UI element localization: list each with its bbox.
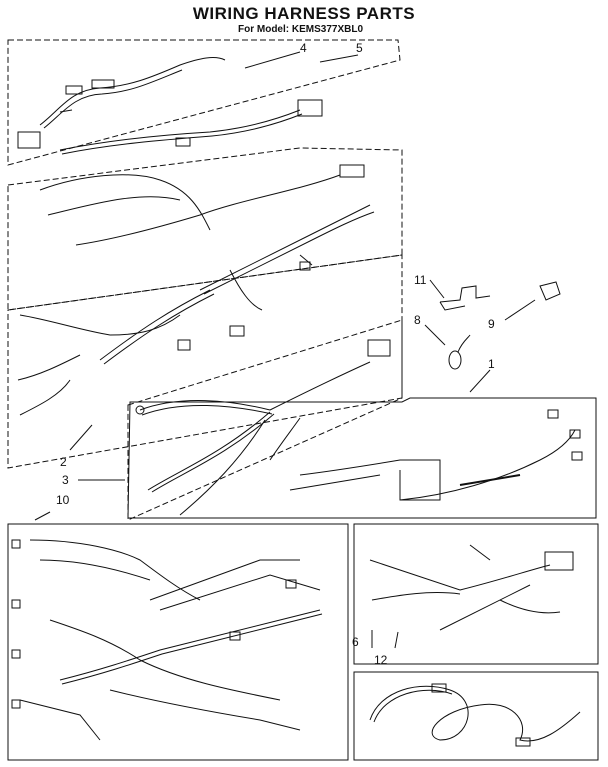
model-subtitle: For Model: KEMS377XBL0	[238, 24, 364, 35]
harness-panel-3	[127, 319, 403, 521]
callout-2: 2	[60, 455, 67, 469]
callout-4: 4	[300, 41, 307, 55]
harness-10	[11, 539, 323, 741]
harness-12	[369, 544, 574, 631]
callout-11: 11	[414, 273, 427, 287]
callout-1: 1	[488, 357, 495, 371]
part-11-bracket	[439, 285, 491, 311]
harness-4	[17, 57, 226, 149]
harness-panel-2	[7, 147, 403, 469]
callout-10: 10	[56, 493, 70, 507]
harness-1	[289, 409, 583, 501]
callout-5: 5	[356, 41, 363, 55]
harness-panel-10	[7, 523, 349, 761]
callout-8: 8	[414, 313, 421, 327]
harness-3	[135, 339, 391, 516]
harness-panel-1	[127, 397, 597, 519]
harness-panel-4-5	[7, 39, 401, 166]
page-title: WIRING HARNESS PARTS	[192, 4, 416, 23]
callout-labels: 4 5 2 3 1 11 8 9 10 6 12	[56, 41, 495, 667]
harness-6	[369, 683, 581, 747]
harness-panel-12	[353, 523, 599, 665]
harness-5	[59, 99, 323, 155]
callout-3: 3	[62, 473, 69, 487]
part-9-connector	[539, 281, 561, 301]
harness-2	[17, 164, 375, 416]
callout-9: 9	[488, 317, 495, 331]
harness-panel-6	[353, 671, 599, 761]
leader-lines	[34, 51, 536, 649]
part-8-grommet	[448, 334, 471, 370]
callout-6: 6	[352, 635, 359, 649]
callout-12: 12	[374, 653, 388, 667]
